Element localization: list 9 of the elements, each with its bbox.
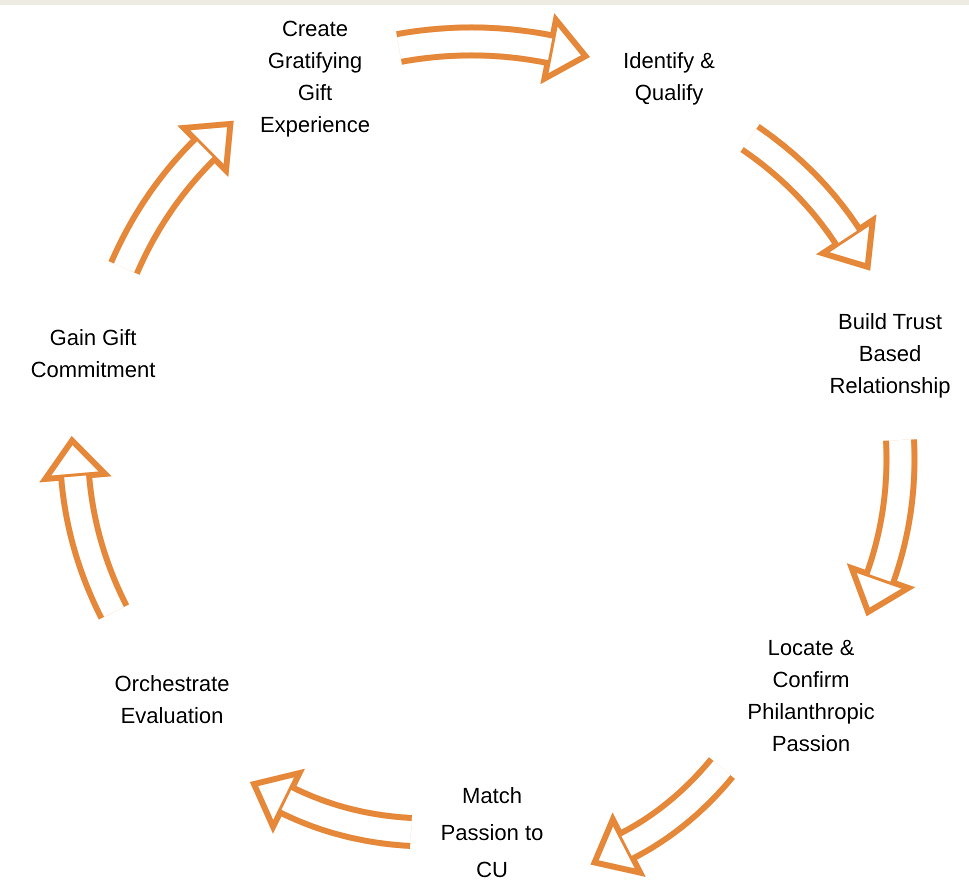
step-label: Locate & Confirm Philanthropic Passion [746, 634, 876, 758]
step-label: Build Trust Based Relationship [828, 308, 952, 400]
step-label: Create Gratifying Gift Experience [258, 15, 372, 139]
block-arrow [738, 124, 876, 270]
step-label: Orchestrate Evaluation [114, 670, 230, 730]
block-arrow [592, 755, 736, 876]
step-label: Match Passion to CU [440, 782, 544, 880]
step-label: Gain Gift Commitment [30, 324, 156, 384]
step-label: Identify & Qualify [622, 47, 716, 107]
